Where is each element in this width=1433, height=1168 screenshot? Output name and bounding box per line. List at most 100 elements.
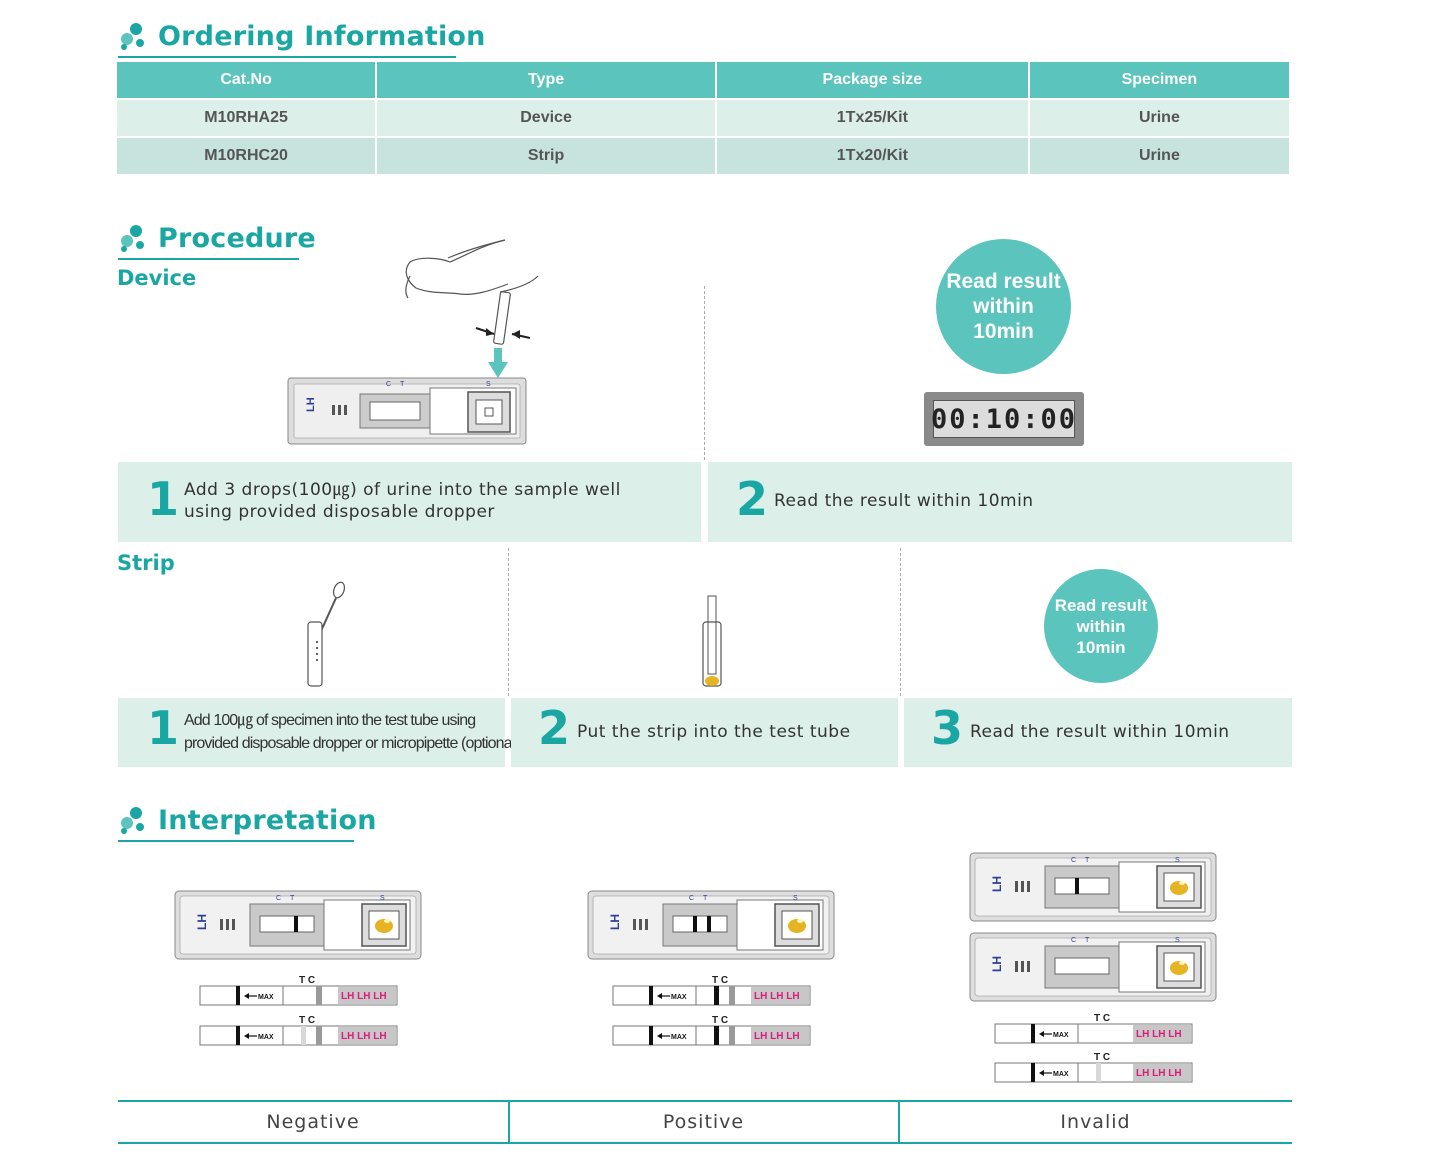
device-subtitle: Device — [117, 266, 197, 290]
device-step-1-line2: using provided disposable dropper — [184, 502, 495, 522]
t-label: T — [703, 895, 708, 902]
lh-label: LH — [608, 914, 622, 930]
s-label: S — [1175, 937, 1180, 944]
step-number: 2 — [736, 472, 769, 526]
max-label: MAX — [671, 994, 687, 1001]
max-label: MAX — [1053, 1032, 1069, 1039]
negative-strip-2: T C MAX LH LH LH — [199, 1015, 398, 1046]
molecule-icon — [121, 225, 144, 252]
s-label: S — [1175, 857, 1180, 864]
c-label: C — [1071, 857, 1076, 864]
device-read-result-circle: Read result within 10min — [936, 239, 1071, 374]
divider — [704, 286, 705, 460]
strip-step-3-box — [904, 698, 1292, 767]
strip-step-2-box — [511, 698, 898, 767]
table-cell: Device — [377, 98, 715, 136]
positive-strip-1: T C MAX LH LH LH — [612, 975, 811, 1006]
device-dropper-illustration: LH C T S — [287, 239, 539, 445]
table-row: M10RHA25 Device 1Tx25/Kit Urine — [117, 98, 1289, 136]
strip-step-3-text: Read the result within 10min — [970, 722, 1230, 742]
device-step-1-box — [118, 462, 701, 542]
table-cell: 1Tx20/Kit — [716, 136, 1028, 174]
step-number: 3 — [931, 701, 964, 755]
molecule-icon — [121, 23, 144, 50]
ordering-title: Ordering Information — [158, 20, 486, 52]
table-row: M10RHC20 Strip 1Tx20/Kit Urine — [117, 136, 1289, 174]
step-number: 1 — [147, 701, 180, 755]
svg-text:C: C — [386, 381, 391, 388]
molecule-icon — [121, 807, 144, 834]
table-header: Package size — [716, 62, 1028, 98]
lh-strip-label: LH LH LH — [754, 1031, 800, 1042]
table-cell: Strip — [377, 136, 715, 174]
table-cell: M10RHC20 — [117, 136, 376, 174]
interpretation-section-title: Interpretation — [118, 800, 377, 842]
result-positive: Positive — [662, 1111, 745, 1133]
s-label: S — [380, 895, 385, 902]
lh-strip-label: LH LH LH — [1136, 1029, 1182, 1040]
interpretation-title: Interpretation — [158, 804, 377, 836]
strip-dropper-illustration — [307, 581, 346, 687]
invalid-cassette-1: LH C T S — [969, 852, 1217, 922]
table-header: Type — [377, 62, 715, 98]
divider — [508, 548, 509, 696]
lh-label: LH — [990, 956, 1004, 972]
step-number: 1 — [147, 472, 180, 526]
ordering-section-title: Ordering Information — [118, 16, 486, 58]
lh-label: LH — [990, 876, 1004, 892]
t-label: T — [290, 895, 295, 902]
table-cell: Urine — [1029, 98, 1289, 136]
device-step-2-box — [708, 462, 1292, 542]
lh-label: LH — [195, 914, 209, 930]
procedure-section-title: Procedure — [118, 218, 316, 260]
strip-step-1-box — [118, 698, 505, 767]
positive-strip-2: T C MAX LH LH LH — [612, 1015, 811, 1046]
strip-in-tube-illustration — [702, 595, 722, 687]
tc-label: T C — [712, 975, 728, 986]
result-labels-bar: Negative Positive Invalid — [118, 1100, 1292, 1144]
tc-label: T C — [1094, 1013, 1110, 1024]
invalid-strip-1: T C MAX LH LH LH — [994, 1013, 1193, 1044]
c-label: C — [276, 895, 281, 902]
timer-value: 00:10:00 — [931, 400, 1075, 438]
table-cell: M10RHA25 — [117, 98, 376, 136]
svg-text:T: T — [400, 381, 405, 388]
divider — [900, 548, 901, 696]
lh-strip-label: LH LH LH — [754, 991, 800, 1002]
tc-label: T C — [712, 1015, 728, 1026]
invalid-cassette-2: LH C T S — [969, 932, 1217, 1002]
max-label: MAX — [258, 994, 274, 1001]
negative-strip-1: T C MAX LH LH LH — [199, 975, 398, 1006]
svg-text:S: S — [486, 381, 491, 388]
strip-read-result-circle: Read result within 10min — [1044, 569, 1158, 683]
table-header: Specimen — [1029, 62, 1289, 98]
tc-label: T C — [1094, 1052, 1110, 1063]
table-header: Cat.No — [117, 62, 376, 98]
svg-text:LH: LH — [305, 397, 317, 412]
ordering-table: Cat.No Type Package size Specimen M10RHA… — [115, 62, 1291, 174]
c-label: C — [1071, 937, 1076, 944]
result-negative: Negative — [266, 1111, 360, 1133]
result-invalid: Invalid — [1060, 1111, 1131, 1133]
tc-label: T C — [299, 1015, 315, 1026]
strip-step-1-line2: provided disposable dropper or micropipe… — [184, 735, 520, 752]
lh-strip-label: LH LH LH — [341, 991, 387, 1002]
strip-step-1-line1: Add 100㎍ of specimen into the test tube … — [184, 712, 476, 729]
negative-cassette: LH C T S — [174, 890, 422, 960]
lh-strip-label: LH LH LH — [1136, 1068, 1182, 1079]
max-label: MAX — [671, 1034, 687, 1041]
tc-label: T C — [299, 975, 315, 986]
procedure-title: Procedure — [158, 222, 316, 254]
c-label: C — [689, 895, 694, 902]
device-step-1-line1: Add 3 drops(100㎍) of urine into the samp… — [184, 480, 621, 500]
strip-subtitle: Strip — [117, 551, 175, 575]
table-cell: Urine — [1029, 136, 1289, 174]
device-step-2-text: Read the result within 10min — [774, 491, 1034, 511]
t-label: T — [1085, 857, 1090, 864]
lh-strip-label: LH LH LH — [341, 1031, 387, 1042]
max-label: MAX — [258, 1034, 274, 1041]
t-label: T — [1085, 937, 1090, 944]
step-number: 2 — [538, 701, 571, 755]
